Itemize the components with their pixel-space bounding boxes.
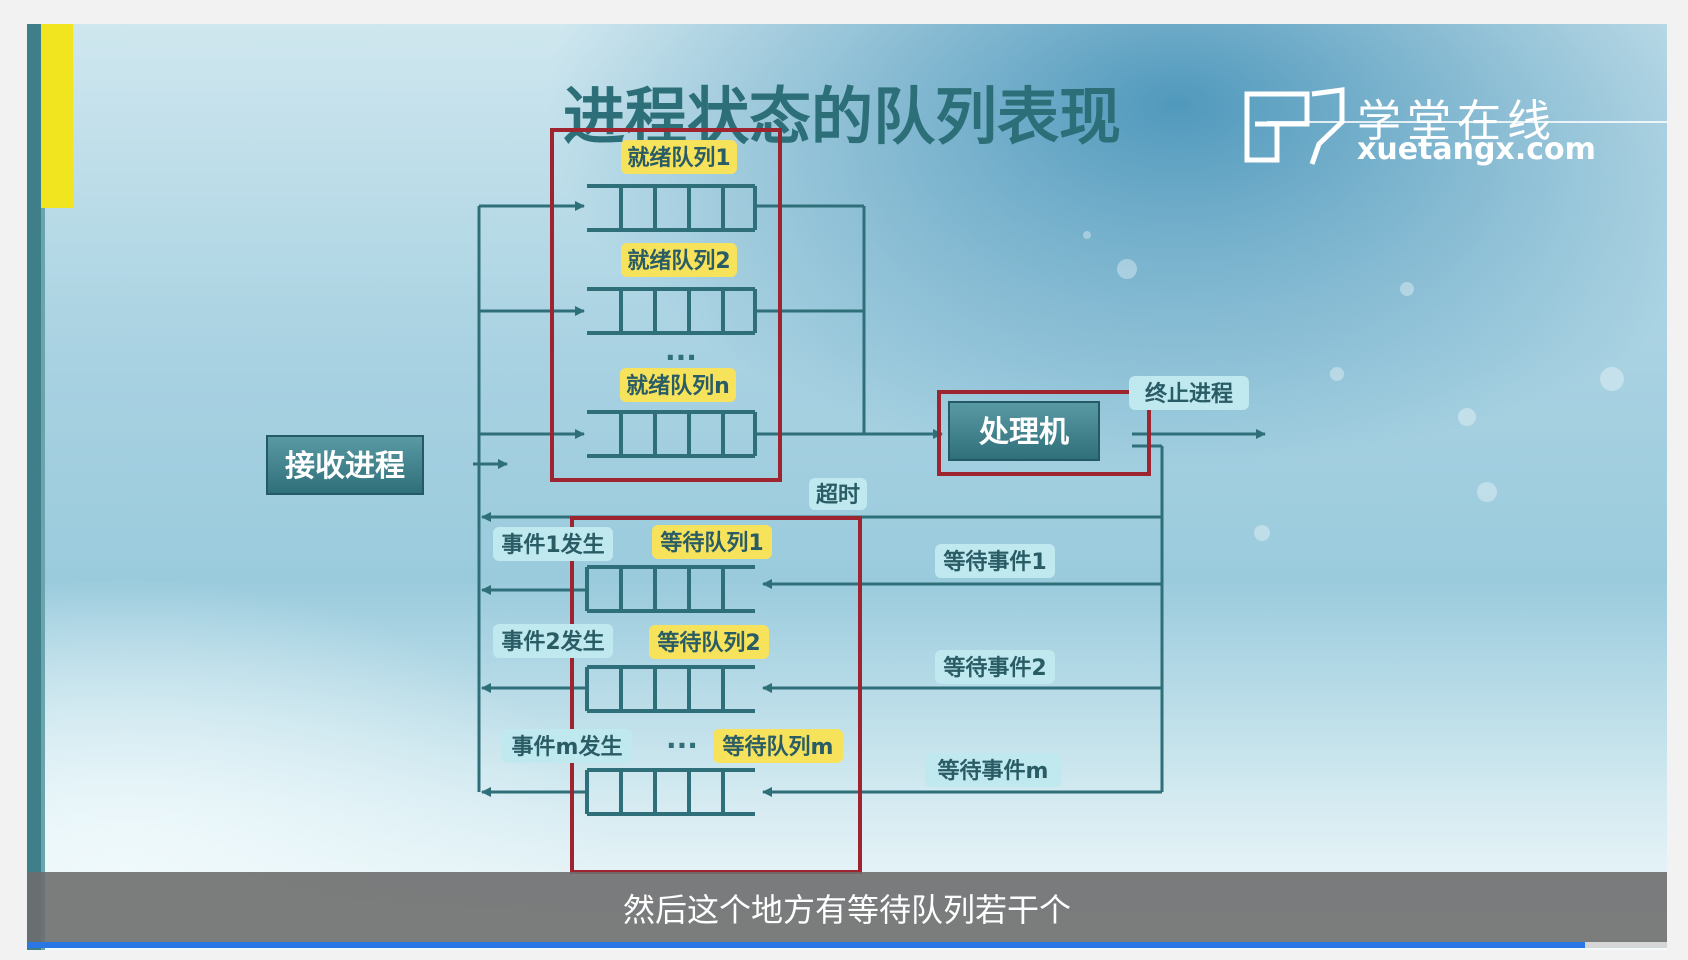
cpu-highlight [937, 390, 1151, 476]
receive-process-node: 接收进程 [266, 435, 424, 495]
terminate-label: 终止进程 [1145, 381, 1233, 407]
wait-queue-1-label: 等待队列1 [660, 530, 763, 556]
wait-event-m-label: 等待事件m [938, 758, 1049, 784]
wait-event-m-tag: 等待事件m [925, 753, 1061, 787]
cpu-node: 处理机 [948, 401, 1100, 461]
slide-left-stripe-light [41, 24, 45, 950]
xuetangx-logo: 学堂在线 xuetangx.com [1244, 87, 1667, 167]
event-1-tag: 事件1发生 [493, 527, 613, 561]
ready-queue-n-tag: 就绪队列n [620, 368, 736, 402]
event-2-tag: 事件2发生 [493, 624, 613, 658]
subtitle-text: 然后这个地方有等待队列若干个 [622, 891, 1071, 929]
wait-queue-2 [585, 665, 755, 713]
wait-queue-2-tag: 等待队列2 [649, 625, 769, 659]
wait-event-2-label: 等待事件2 [943, 655, 1046, 681]
video-progress-fill [27, 942, 1585, 948]
wait-event-2-tag: 等待事件2 [935, 650, 1055, 684]
slide-accent-bar [41, 24, 73, 208]
wait-event-1-tag: 等待事件1 [935, 544, 1055, 578]
event-2-label: 事件2发生 [501, 629, 604, 655]
logo-domain-text: xuetangx.com [1357, 132, 1596, 167]
cpu-label: 处理机 [978, 415, 1069, 450]
diagram-connectors [473, 201, 1266, 797]
receive-process-label: 接收进程 [285, 449, 405, 484]
event-m-label: 事件m发生 [512, 734, 623, 760]
wait-queue-1-tag: 等待队列1 [652, 525, 772, 559]
slide-left-stripe [27, 24, 41, 950]
wait-queue-2-label: 等待队列2 [657, 630, 760, 656]
wait-queue-1 [585, 565, 755, 613]
ready-queue-n [587, 410, 757, 458]
subtitle-bar [27, 872, 1667, 942]
ready-queue-1-label: 就绪队列1 [627, 145, 730, 171]
ready-queue-1-tag: 就绪队列1 [621, 140, 737, 174]
terminate-tag: 终止进程 [1129, 376, 1249, 410]
ready-queue-2-label: 就绪队列2 [627, 248, 730, 274]
wait-queues-highlight [570, 516, 862, 874]
ready-queue-2 [587, 287, 757, 335]
ready-queue-2-tag: 就绪队列2 [621, 243, 737, 277]
event-m-tag: 事件m发生 [502, 729, 632, 763]
ready-ellipsis: ... [665, 334, 697, 367]
wait-ellipsis: ... [666, 722, 698, 755]
timeout-tag: 超时 [809, 478, 867, 510]
ready-queues-highlight [550, 128, 782, 482]
video-player[interactable]: 进程状态的队列表现 学堂在线 xuetangx.com [27, 24, 1667, 950]
video-progress-bar[interactable] [27, 942, 1667, 948]
decorative-bubbles [1083, 231, 1624, 541]
book-logo-icon [1244, 87, 1345, 165]
wait-queue-m-label: 等待队列m [723, 734, 834, 760]
event-1-label: 事件1发生 [501, 532, 604, 558]
process-queue-diagram: 进程状态的队列表现 学堂在线 xuetangx.com [266, 80, 1667, 874]
timeout-label: 超时 [816, 483, 860, 508]
wait-event-1-label: 等待事件1 [943, 549, 1046, 575]
wait-queue-m-tag: 等待队列m [713, 729, 843, 763]
wait-queue-m [585, 768, 755, 816]
ready-queue-n-label: 就绪队列n [626, 373, 730, 399]
ready-queue-1 [587, 184, 757, 232]
